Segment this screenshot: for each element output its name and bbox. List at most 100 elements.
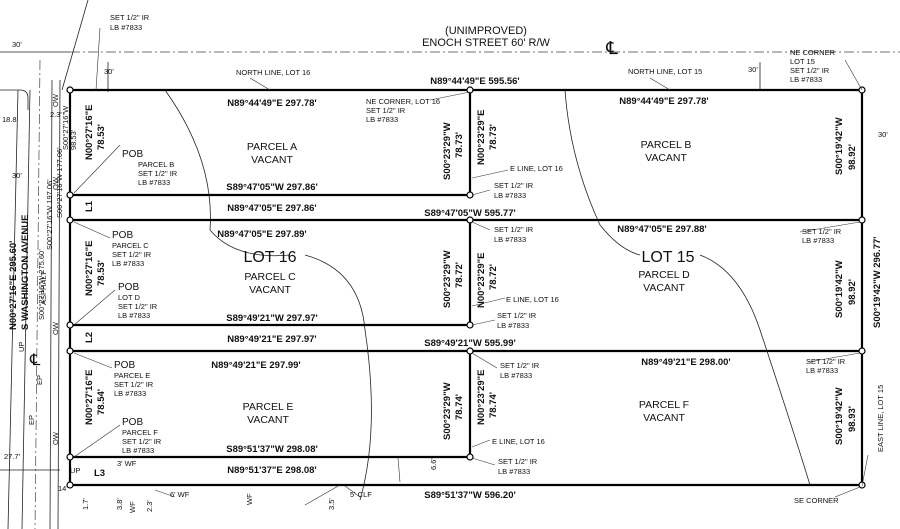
pob-b-title: POB <box>122 149 143 160</box>
mid-f-bearing: N00°23'29"E <box>476 370 487 425</box>
mid-d-bearing: N00°23'29"E <box>476 253 487 308</box>
ow-marker-1: OW <box>51 93 60 107</box>
rw-bearing-c: S00°27'16"W 197.06' <box>45 179 54 250</box>
parcel-b-status: VACANT <box>645 152 687 164</box>
parcel-e-west-bearing: N00°27'16"E <box>84 370 95 425</box>
wall-5clf: 5' CLF <box>350 490 372 499</box>
pob-e-title: POB <box>114 360 135 371</box>
rw-bearing-a: S00°27'16"W <box>61 105 70 150</box>
pob-parcel-e: POB PARCEL E SET 1/2" IR LB #7833 <box>114 360 154 398</box>
pob-parcel-c: POB PARCEL C SET 1/2" IR LB #7833 <box>112 230 152 268</box>
ir-a2: LB #7833 <box>494 191 526 200</box>
dim-30-right2: 30' <box>878 130 888 139</box>
ir-c2: LB #7833 <box>494 235 526 244</box>
dim-2-3: 2.3' <box>50 110 62 119</box>
ne-corner-16-1: NE CORNER, LOT 16 <box>366 97 440 106</box>
dim-30-mid: 30' <box>12 171 22 180</box>
washington-rw-line-1 <box>7 89 19 529</box>
ir-r3: SET 1/2" IR <box>806 357 846 366</box>
ir-top-2: LB #7833 <box>110 23 142 32</box>
ne-corner-15-4: LB #7833 <box>790 75 822 84</box>
parcel-a-status: VACANT <box>251 154 293 166</box>
ne-corner-16-3: LB #7833 <box>366 115 398 124</box>
pob-f-title: POB <box>122 417 143 428</box>
parcel-d-status: VACANT <box>643 282 685 294</box>
parcel-c-west-bearing: N00°27'16"E <box>84 241 95 296</box>
dim-14: 14' <box>58 484 68 493</box>
parcel-c-west-len: 78.53' <box>96 260 107 286</box>
pob-c-line3: LB #7833 <box>112 259 144 268</box>
up-marker-1: UP <box>17 342 26 352</box>
road-curve <box>0 89 29 110</box>
east-d-len: 98.92' <box>847 279 858 305</box>
ir-top-1: SET 1/2" IR <box>110 13 150 22</box>
ir-e1: SET 1/2" IR <box>500 361 540 370</box>
asphalt-label: ASPHALT <box>39 271 48 305</box>
pob-lot-d: POB LOT D SET 1/2" IR LB #7833 <box>118 282 158 320</box>
parcel-e-west-len: 78.54' <box>96 389 107 415</box>
ir-a1: SET 1/2" IR <box>494 181 534 190</box>
parcel-a-west-len: 78.53' <box>96 124 107 150</box>
washington-rw-line-3 <box>49 79 53 529</box>
north-line-15: NORTH LINE, LOT 15 <box>628 67 702 76</box>
e-line-16-a: E LINE, LOT 16 <box>510 164 563 173</box>
ir-r4: LB #7833 <box>806 366 838 375</box>
ow-marker-2: OW <box>51 176 60 190</box>
lot15-leader-curve <box>564 89 641 256</box>
ep-marker-2: EP <box>27 415 36 425</box>
east-b-len: 98.92' <box>847 144 858 170</box>
washington-rw-line-2 <box>21 89 31 529</box>
pob-parcel-f: POB PARCEL F SET 1/2" IR LB #7833 <box>122 417 162 455</box>
parcel-a-west-bearing: N00°27'16"E <box>84 105 95 160</box>
north-total-bearing: N89°44'49"E 595.56' <box>430 76 519 87</box>
parcel-f-status: VACANT <box>643 412 685 424</box>
washington-centerline <box>34 59 41 529</box>
pob-c-line1: PARCEL C <box>112 241 149 250</box>
note-leaders <box>73 27 869 506</box>
parcel-c-south-bearing: S89°49'21"W 297.97' <box>226 313 318 324</box>
pob-e-line2: SET 1/2" IR <box>114 380 154 389</box>
pob-d-line2: SET 1/2" IR <box>118 302 158 311</box>
l1-total-bearing: S89°47'05"W 595.77' <box>424 208 516 219</box>
rw-bearing-a-len: 98.53' <box>69 129 78 150</box>
east-f-len: 98.93' <box>847 406 858 432</box>
dim-1-7: 1.7' <box>81 498 90 510</box>
ir-r2: LB #7833 <box>802 236 834 245</box>
ne-corner-15-1: NE CORNER <box>790 48 836 57</box>
pob-d-line3: LB #7833 <box>118 311 150 320</box>
mid-e-bearing: S00°23'29"W <box>442 382 453 440</box>
parcel-e-north-bearing: N89°49'21"E 297.99' <box>211 360 300 371</box>
parcel-d-name: PARCEL D <box>638 269 690 281</box>
wall-6wf: 6' WF <box>170 490 190 499</box>
east-f-bearing: S00°19'42"W <box>834 387 845 445</box>
dim-3-5: 3.5' <box>327 498 336 510</box>
pob-d-title: POB <box>118 282 139 293</box>
mid-b-len: 78.73' <box>488 124 499 150</box>
up-marker-2: UP <box>70 466 80 475</box>
iron-rod-markers <box>66 86 866 489</box>
dim-3-8: 3.8' <box>115 498 124 510</box>
mid-a-bearing: S00°23'29"W <box>442 122 453 180</box>
south-total-bearing: S89°51'37"W 596.20' <box>424 490 516 501</box>
east-b-bearing: S00°19'42"W <box>834 117 845 175</box>
dim-2-3b: 2.3' <box>145 500 154 512</box>
parcel-d-north-bearing: N89°47'05"E 297.88' <box>617 224 706 235</box>
mid-c-len: 78.72' <box>454 262 465 288</box>
north-line-16: NORTH LINE, LOT 16 <box>236 68 310 77</box>
parcel-c-name: PARCEL C <box>244 271 296 283</box>
east-total-bearing: S00°19'42"W 296.77' <box>872 236 883 328</box>
ir-c1: SET 1/2" IR <box>494 225 534 234</box>
washington-avenue-label: S WASHINGTON AVENUE <box>20 215 31 330</box>
line-l1: L1 <box>84 200 95 212</box>
dim-27-7: 27.7' <box>4 452 21 461</box>
parcel-c-north-bearing: N89°47'05"E 297.89' <box>217 229 306 240</box>
ep-marker-1: EP <box>35 375 44 385</box>
l2-bearing: N89°49'21"E 297.97' <box>227 334 316 345</box>
lot15-leader-curve-2 <box>699 254 811 486</box>
parcel-a-name: PARCEL A <box>247 141 297 153</box>
dim-6-6: 6.6' <box>429 458 438 470</box>
lot16-label: LOT 16 <box>243 249 296 266</box>
ir-c3: SET 1/2" IR <box>497 311 537 320</box>
ne-corner-16-2: SET 1/2" IR <box>366 106 406 115</box>
